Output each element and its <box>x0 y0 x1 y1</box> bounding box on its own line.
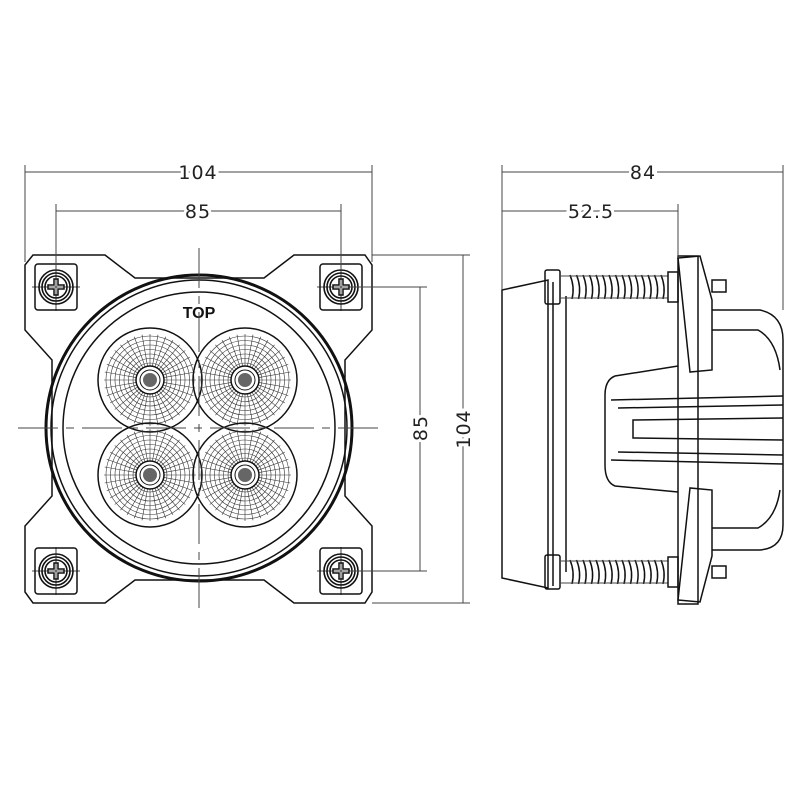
dim-104-height: 104 <box>453 409 475 448</box>
side-view <box>501 255 784 605</box>
adjustment-spring <box>544 554 679 590</box>
lens-face <box>62 291 336 565</box>
dim-85-horizontal: 85 <box>185 201 211 223</box>
heatsink-slot <box>632 417 784 441</box>
dim-52-5: 52.5 <box>568 201 614 223</box>
adjustment-spring <box>544 269 679 305</box>
dim-85-vertical: 85 <box>410 415 432 441</box>
led-chip <box>238 468 252 482</box>
dim-84: 84 <box>630 162 656 184</box>
led-lens <box>192 422 298 528</box>
dim-104-width: 104 <box>178 162 217 184</box>
led-lens <box>192 327 298 433</box>
flange-bottom <box>677 487 713 603</box>
front-dimensions: 104 85 85 104 <box>24 159 478 604</box>
mounting-screw-icon <box>32 547 80 595</box>
flange-top <box>677 255 713 373</box>
side-dimensions: 84 52.5 <box>501 159 784 310</box>
led-chip <box>143 373 157 387</box>
mounting-flange <box>24 254 373 604</box>
led-chip <box>238 373 252 387</box>
led-lens <box>97 327 203 433</box>
rear-housing <box>712 309 784 551</box>
mounting-screw-icon <box>32 263 80 311</box>
hex-nut <box>544 554 561 590</box>
led-chip <box>143 468 157 482</box>
hex-nut <box>544 269 561 305</box>
front-view: TOP <box>18 248 380 610</box>
led-lens <box>97 422 203 528</box>
front-lens-housing <box>501 279 549 589</box>
heatsink-body <box>604 365 679 493</box>
